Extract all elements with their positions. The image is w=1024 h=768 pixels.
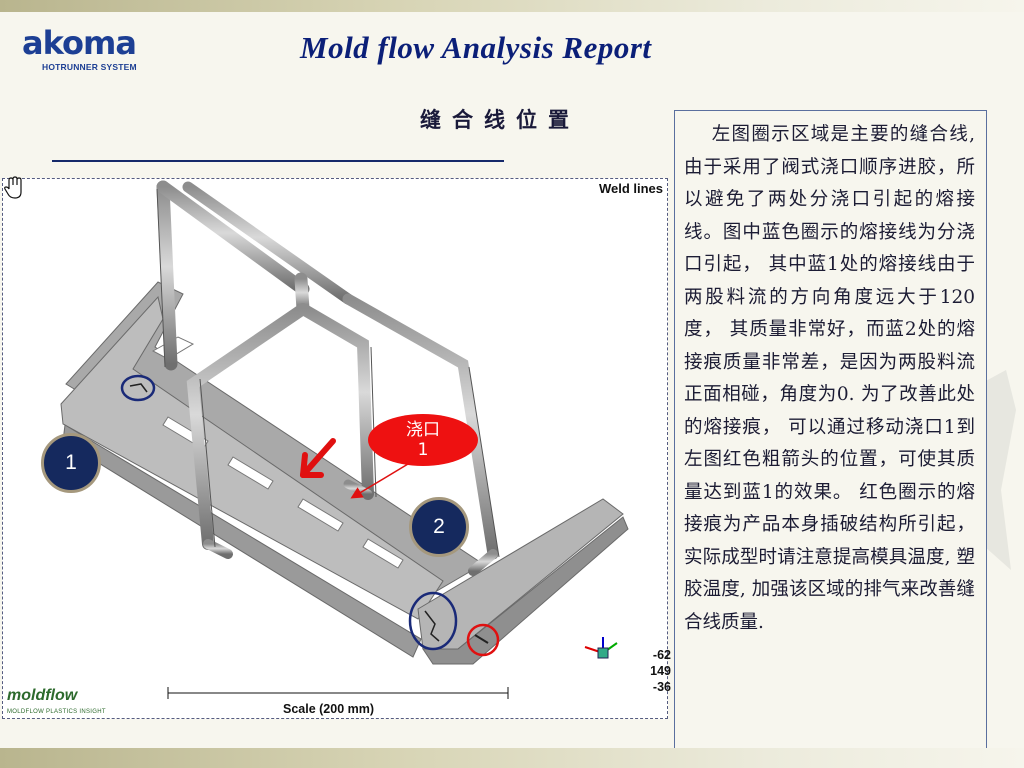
gate-callout: 浇口 1 — [368, 414, 478, 466]
gate-move-arrow — [300, 438, 336, 478]
axis-triad — [584, 637, 618, 659]
gate-pointer-line — [350, 463, 409, 499]
akoma-logo: akoma HOTRUNNER SYSTEM — [22, 26, 152, 74]
section-subtitle: 缝合线位置 — [420, 108, 580, 132]
part-model-drawing — [60, 180, 629, 699]
weld-circle-blue-2 — [408, 591, 458, 651]
scale-label: Scale (200 mm) — [283, 702, 375, 716]
gate-callout-number: 1 — [417, 440, 429, 460]
top-decor-band — [0, 0, 1024, 12]
moldflow-logo-sub: MOLDFLOW PLASTICS INSIGHT — [7, 709, 106, 715]
logo-wordmark: akoma — [22, 24, 137, 62]
runner-outline — [156, 188, 500, 558]
coord-z: -36 — [652, 680, 671, 694]
coord-x: -62 — [652, 648, 671, 662]
marker-2-badge: 2 — [409, 497, 469, 557]
logo-subtitle: HOTRUNNER SYSTEM — [42, 62, 137, 72]
scale-bar — [167, 687, 509, 699]
marker-1-badge: 1 — [41, 433, 101, 493]
bottom-decor-band — [0, 748, 1024, 768]
moldflow-viewport[interactable]: Weld lines -62 149 -36 Scale (200 mm) mo… — [2, 178, 671, 719]
report-title: Mold flow Analysis Report — [300, 30, 652, 65]
weld-circle-red — [466, 623, 500, 657]
moldflow-logo: moldflow — [7, 687, 78, 704]
view-coordinates: -62 149 -36 — [641, 647, 671, 695]
gate-callout-label: 浇口 — [406, 420, 440, 440]
hand-cursor-icon[interactable] — [3, 176, 25, 200]
result-title: Weld lines — [598, 181, 663, 196]
description-panel: 左图圈示区域是主要的缝合线, 由于采用了阀式浇口顺序进胶，所以避免了两处分浇口引… — [674, 110, 987, 750]
description-text: 左图圈示区域是主要的缝合线, 由于采用了阀式浇口顺序进胶，所以避免了两处分浇口引… — [684, 124, 975, 633]
weld-circle-blue-1 — [120, 374, 156, 402]
coord-y: 149 — [650, 664, 671, 678]
title-underline — [52, 160, 504, 162]
